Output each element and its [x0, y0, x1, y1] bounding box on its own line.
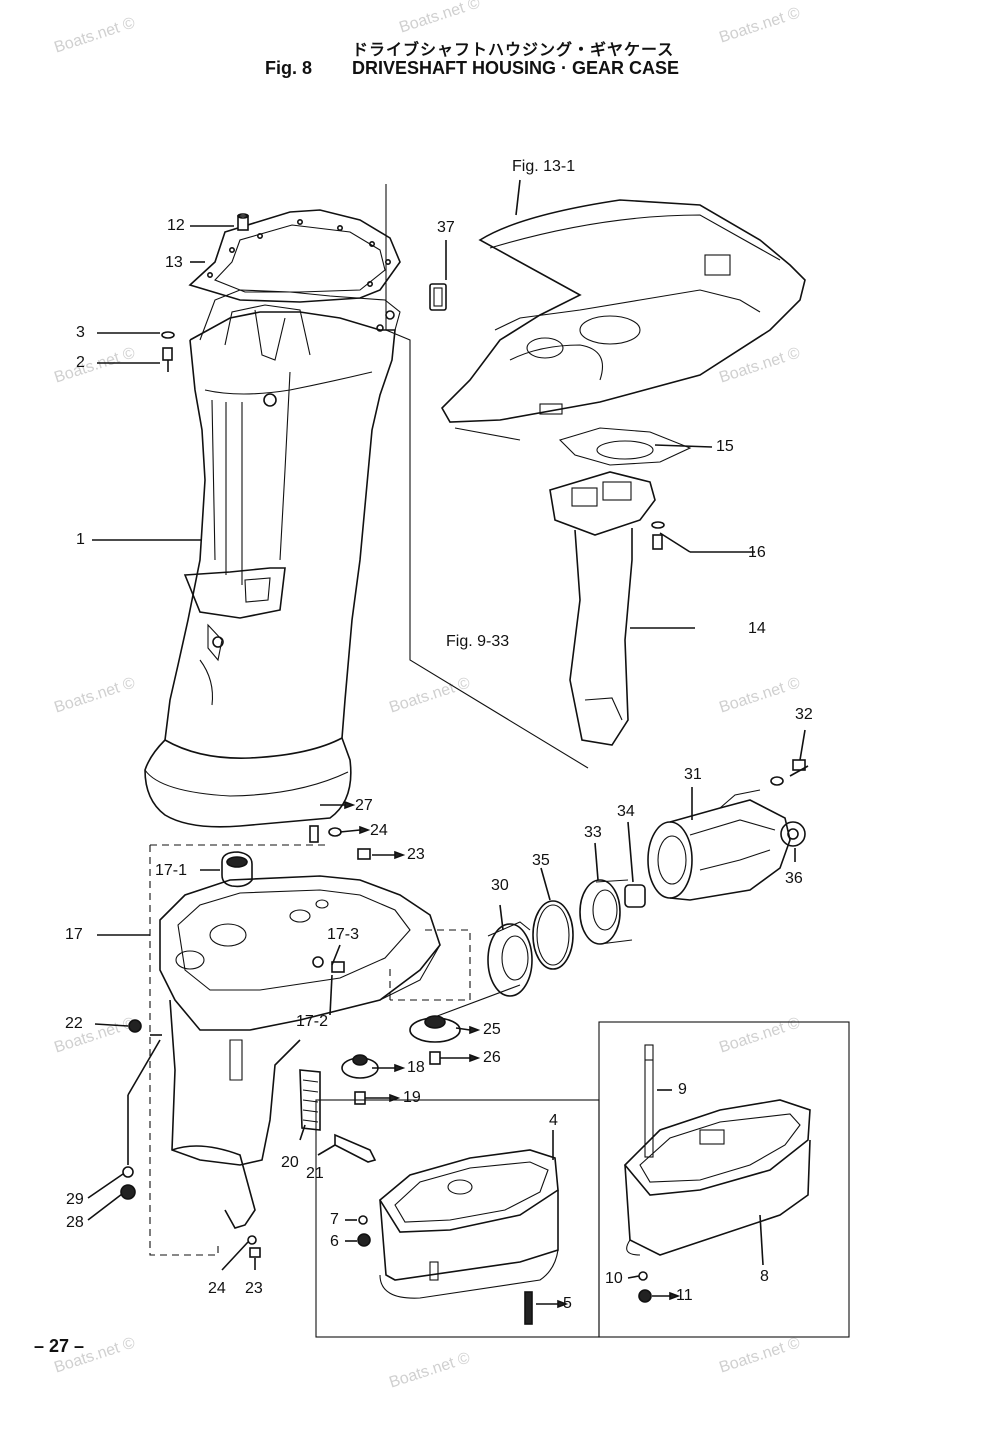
figure-number: Fig. 8 [265, 58, 313, 78]
gear-case-drawing [159, 875, 441, 1229]
callout-1: 1 [76, 531, 85, 548]
bottom-cowling-drawing [441, 199, 806, 441]
callout-17: 17 [65, 926, 83, 943]
callout-5: 5 [563, 1295, 572, 1312]
exhaust-tube-drawing [549, 471, 656, 746]
callout-14: 14 [748, 620, 766, 637]
callout-10: 10 [605, 1270, 623, 1287]
callout-6: 6 [330, 1233, 339, 1250]
callout-3: 3 [76, 324, 85, 341]
callout-17-1: 17-1 [155, 862, 188, 879]
callout-36: 36 [785, 870, 803, 887]
leader-lines [87, 179, 806, 1305]
callout-9: 9 [678, 1081, 687, 1098]
callout-31: 31 [684, 766, 702, 783]
driveshaft-housing-drawing [144, 289, 401, 828]
callout-29: 29 [66, 1191, 84, 1208]
page-number: – 27 – [34, 1336, 85, 1356]
callout-22: 22 [65, 1015, 83, 1032]
callout-4: 4 [549, 1112, 558, 1129]
callout-27: 27 [355, 797, 373, 814]
callout-15: 15 [716, 438, 734, 455]
callout-28: 28 [66, 1214, 84, 1231]
callout-19: 19 [403, 1089, 421, 1106]
callout-2: 2 [76, 354, 85, 371]
gasket-drawing [188, 209, 401, 303]
callout-21: 21 [306, 1165, 324, 1182]
callout-16: 16 [748, 544, 766, 561]
callout-24-upper: 24 [370, 822, 388, 839]
reference-fig-9-33: Fig. 9-33 [446, 633, 510, 650]
callout-20: 20 [281, 1154, 299, 1171]
callout-13: 13 [165, 254, 183, 271]
callout-30: 30 [491, 877, 509, 894]
callout-17-2: 17-2 [296, 1013, 329, 1030]
callout-11: 11 [676, 1287, 693, 1304]
callout-35: 35 [532, 852, 550, 869]
callout-25: 25 [483, 1021, 501, 1038]
arrowheads [344, 800, 681, 1309]
page-title: DRIVESHAFT HOUSING · GEAR CASE [352, 58, 680, 78]
callout-7: 7 [330, 1211, 339, 1228]
japanese-title: ドライブシャフトハウジング・ギヤケース [352, 40, 675, 59]
callout-32: 32 [795, 706, 813, 723]
bearing-housing-drawing [647, 789, 791, 901]
callout-17-3: 17-3 [327, 926, 360, 943]
callout-26: 26 [483, 1049, 501, 1066]
callout-23-upper: 23 [407, 846, 425, 863]
extension-case-8-drawing [623, 1099, 811, 1256]
callout-37: 37 [437, 219, 455, 236]
callout-34: 34 [617, 803, 635, 820]
callout-12: 12 [167, 217, 185, 234]
extension-case-4-drawing [378, 1149, 559, 1299]
callout-18: 18 [407, 1059, 425, 1076]
callout-24-lower: 24 [208, 1280, 226, 1297]
callout-23-lower: 23 [245, 1280, 263, 1297]
reference-fig-13-1: Fig. 13-1 [512, 158, 576, 175]
callout-33: 33 [584, 824, 602, 841]
callout-8: 8 [760, 1268, 769, 1285]
